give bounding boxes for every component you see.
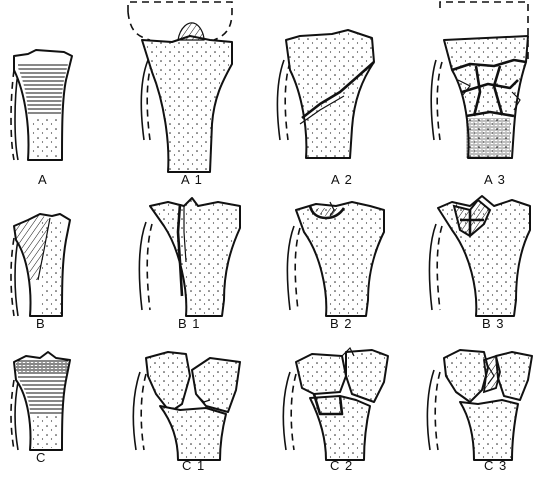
panel-B-label: B — [36, 316, 46, 331]
panel-A1-diagram — [128, 2, 232, 172]
panel-C3-label: C 3 — [484, 458, 507, 473]
panel-A3-label: A 3 — [484, 172, 506, 187]
panel-C-diagram — [11, 352, 70, 450]
panel-B1-label: B 1 — [178, 316, 201, 331]
panel-B-diagram — [11, 214, 70, 316]
panel-C3-diagram — [427, 350, 532, 460]
panel-A2-label: A 2 — [331, 172, 353, 187]
panel-C1-diagram — [133, 352, 240, 460]
panel-C1-label: C 1 — [182, 458, 205, 473]
panel-B1-diagram — [139, 198, 240, 316]
panel-C2-label: C 2 — [330, 458, 353, 473]
panel-A-label: A — [38, 172, 48, 187]
panel-B2-label: B 2 — [330, 316, 353, 331]
panel-A-diagram — [11, 50, 72, 160]
panel-A3-diagram — [431, 2, 528, 158]
panel-C2-diagram — [283, 348, 388, 460]
panel-B2-diagram — [287, 202, 384, 316]
panel-A2-diagram — [277, 30, 374, 158]
panel-C-label: C — [36, 450, 46, 465]
panel-A1-label: A 1 — [181, 172, 203, 187]
panel-B3-diagram — [429, 196, 530, 316]
panel-B3-label: B 3 — [482, 316, 505, 331]
